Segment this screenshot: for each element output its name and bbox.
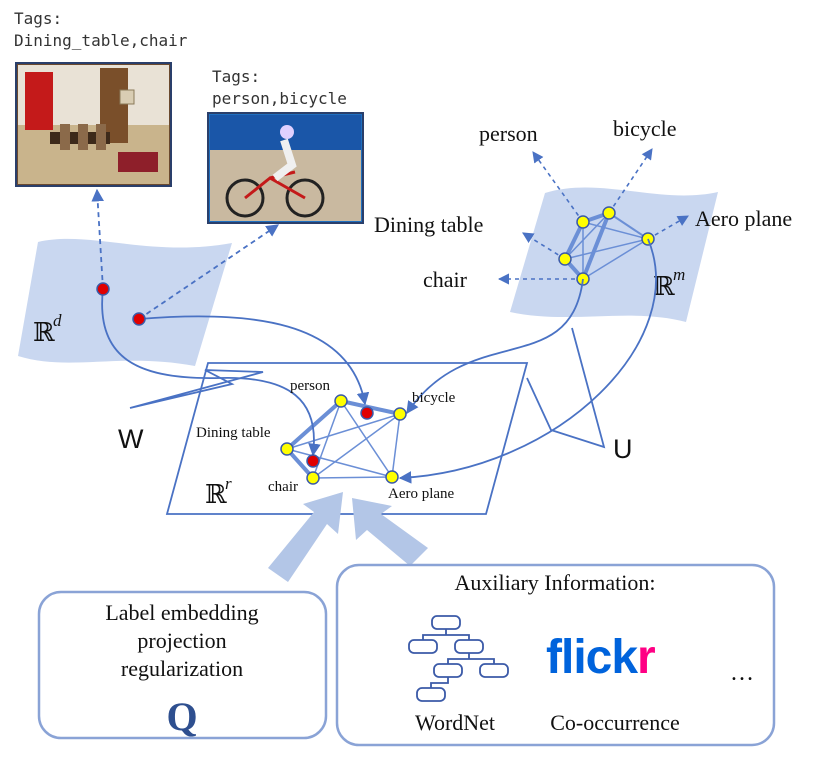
label-node-person — [576, 215, 590, 229]
feature-node-left — [96, 282, 110, 296]
feature-space-symbol: ℝ — [33, 318, 55, 347]
label-space-label-aero-plane: Aero plane — [695, 206, 792, 231]
w-label: W — [118, 424, 144, 454]
shared-node-chair — [306, 471, 320, 485]
shared-label-chair: chair — [268, 479, 298, 495]
label-space-dashed-arrows — [497, 148, 689, 285]
feature-to-image-right-arrow — [138, 224, 280, 320]
dining-room-photo — [15, 62, 172, 187]
label-space-symbol: ℝ — [653, 272, 675, 301]
feature-node-right — [132, 312, 146, 326]
regularization-line-1: Label embedding — [105, 600, 258, 625]
label-space-label-chair: chair — [423, 267, 468, 292]
regularization-symbol-q: Q — [166, 694, 197, 739]
shared-label-bicycle: bicycle — [412, 390, 456, 406]
shared-node-dining-table — [280, 442, 294, 456]
right-tags-value: person,bicycle — [212, 89, 347, 108]
u-map-arrow-bottom — [398, 238, 657, 484]
shared-node-aero-plane — [385, 470, 399, 484]
shared-node-person — [334, 394, 348, 408]
feature-space-plane — [18, 238, 232, 366]
label-space-superscript: m — [673, 265, 685, 284]
right-tags-caption: Tags: — [212, 67, 260, 86]
w-projection-wedge — [129, 369, 264, 409]
label-space-label-dining-table: Dining table — [374, 212, 483, 237]
label-space-label-bicycle: bicycle — [613, 116, 677, 141]
regularization-box — [37, 590, 328, 740]
left-tags-caption: Tags: — [14, 9, 62, 28]
shared-node-bicycle — [393, 407, 407, 421]
w-map-arrow-right — [138, 315, 370, 406]
auxiliary-up-arrow — [352, 498, 428, 566]
u-label: U — [613, 434, 633, 464]
auxiliary-ellipsis: … — [730, 660, 754, 686]
wordnet-tree-icon — [408, 615, 509, 702]
cyclist-photo — [207, 112, 364, 224]
label-space-label-person: person — [479, 121, 538, 146]
label-space-plane — [510, 187, 718, 322]
left-tags-value: Dining_table,chair — [14, 31, 188, 50]
shared-space-symbol: ℝ — [205, 480, 227, 509]
shared-space-superscript: r — [225, 474, 232, 493]
auxiliary-title: Auxiliary Information: — [454, 570, 655, 595]
shared-node-image-right — [360, 406, 374, 420]
shared-space-edges — [285, 399, 401, 480]
regularization-line-3: regularization — [121, 656, 243, 681]
u-map-arrow-top — [406, 278, 584, 415]
feature-to-image-left-arrow — [91, 188, 104, 290]
regularization-up-arrow — [268, 492, 343, 582]
flickr-logo: flickr — [546, 631, 655, 684]
shared-label-dining-table: Dining table — [196, 425, 271, 441]
regularization-line-2: projection — [137, 628, 226, 653]
wordnet-label: WordNet — [415, 710, 495, 735]
shared-label-aero-plane: Aero plane — [388, 486, 455, 502]
label-node-dining-table — [558, 252, 572, 266]
shared-node-image-left — [306, 454, 320, 468]
feature-space-superscript: d — [53, 311, 62, 330]
w-map-arrow-left — [101, 288, 321, 457]
shared-label-person: person — [290, 378, 330, 394]
u-projection-wedge — [526, 327, 606, 449]
label-node-bicycle — [602, 206, 616, 220]
cooccurrence-label: Co-occurrence — [550, 710, 679, 735]
shared-space-plane — [165, 362, 529, 515]
auxiliary-box — [335, 563, 776, 747]
